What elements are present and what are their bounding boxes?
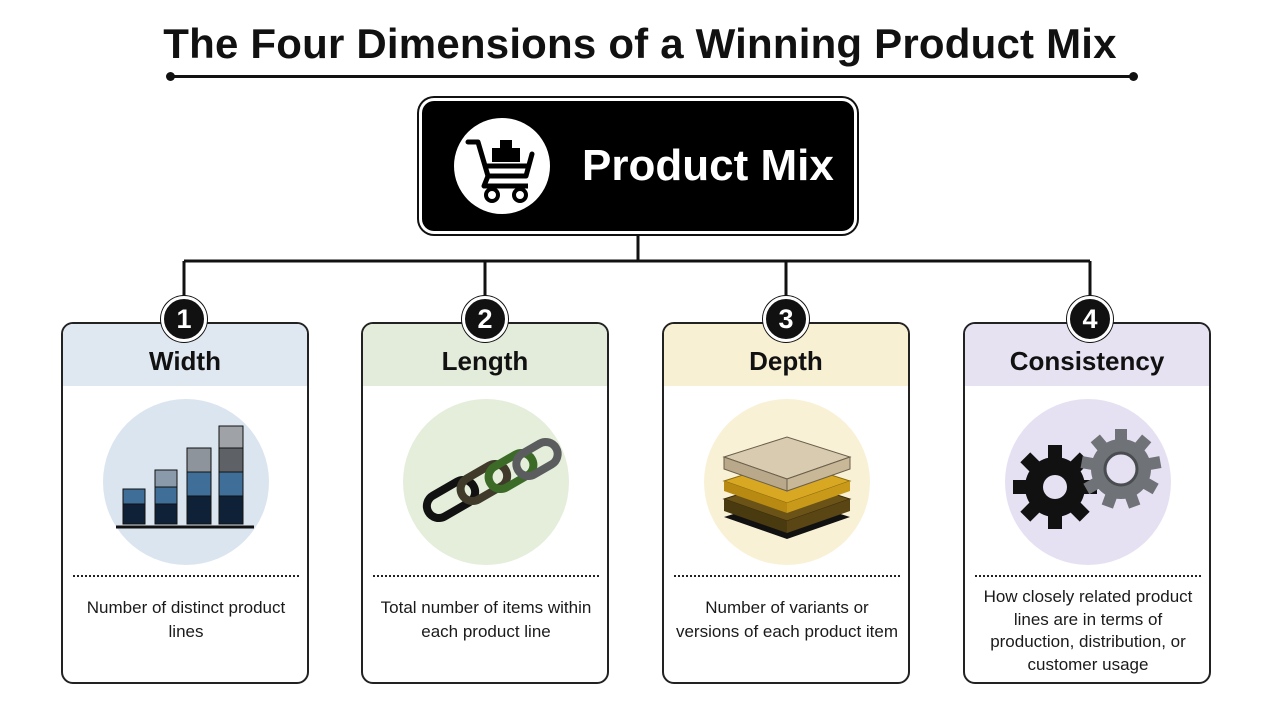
card-illustration xyxy=(403,399,569,565)
chain-links-icon xyxy=(422,438,562,522)
gears-icon xyxy=(1013,429,1162,529)
card-illustration xyxy=(103,399,269,565)
card-divider xyxy=(73,575,299,577)
card-divider xyxy=(373,575,599,577)
stacked-layers-icon xyxy=(722,436,852,539)
card-divider xyxy=(674,575,900,577)
card-description: Number of variants or versions of each p… xyxy=(675,598,899,641)
card-title: Depth xyxy=(749,345,823,376)
card-description: Total number of items within each produc… xyxy=(380,598,592,641)
card-divider xyxy=(975,575,1201,577)
card-illustration xyxy=(704,399,870,565)
step-badge-3: 3 xyxy=(763,296,809,342)
card-header: Depth xyxy=(664,324,908,386)
bar-chart-icon xyxy=(116,425,254,529)
dimension-card-length: Length Total number of items within each… xyxy=(361,322,609,684)
step-badge-2: 2 xyxy=(462,296,508,342)
step-badge-1: 1 xyxy=(161,296,207,342)
dimension-card-consistency: Consistency xyxy=(963,322,1211,684)
page-title: The Four Dimensions of a Winning Product… xyxy=(163,20,1117,67)
title-underline xyxy=(166,72,1138,81)
card-title: Consistency xyxy=(1009,345,1165,376)
product-mix-node: Product Mix xyxy=(422,101,854,231)
product-mix-label: Product Mix xyxy=(582,141,834,190)
card-illustration xyxy=(1005,399,1171,565)
shopping-cart-icon xyxy=(454,118,550,214)
dimension-card-width: Width Number of distinct product lines xyxy=(61,322,309,684)
card-title: Length xyxy=(441,345,529,376)
card-description: How closely related product lines are in… xyxy=(983,587,1193,674)
step-badge-4: 4 xyxy=(1067,296,1113,342)
card-description: Number of distinct product lines xyxy=(86,598,286,641)
dimension-card-depth: Depth Number of variants or versions of … xyxy=(662,322,910,684)
card-title: Width xyxy=(149,345,221,376)
